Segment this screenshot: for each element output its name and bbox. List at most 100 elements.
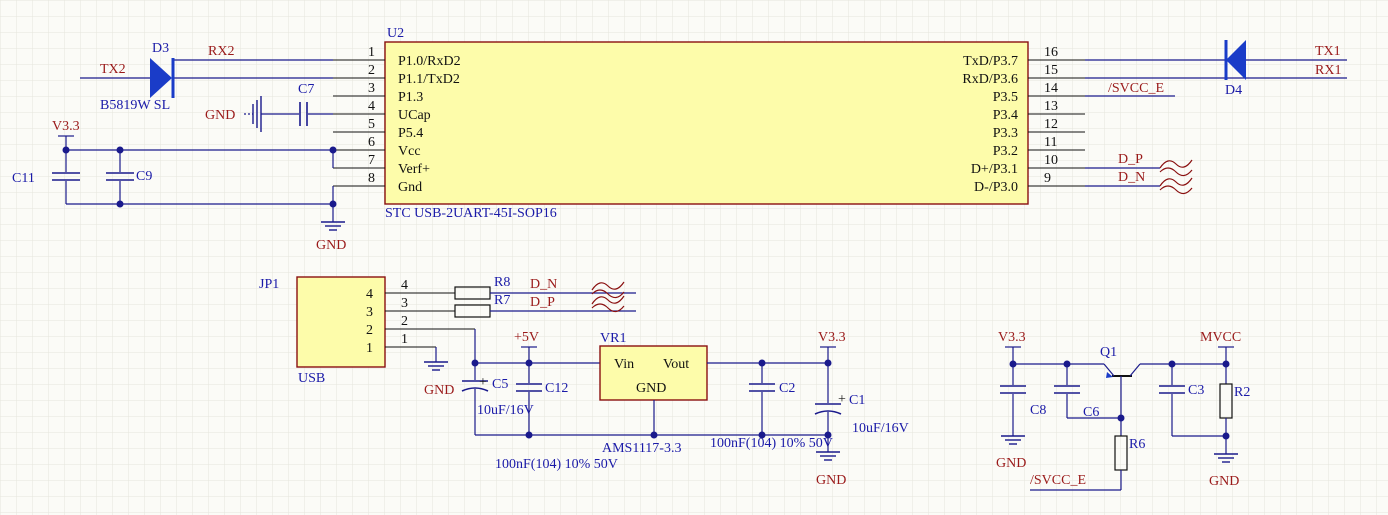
u2-pin-num-9: 9: [1044, 171, 1051, 186]
junction: [1222, 432, 1230, 440]
net-label-d-n-top: D_N: [1118, 170, 1145, 185]
u2-pin-name-7: Verf+: [398, 162, 430, 177]
u2-pin-name-1: P1.0/RxD2: [398, 54, 461, 69]
d3-part: B5819W SL: [100, 98, 170, 113]
u2-body: [384, 41, 1029, 205]
u2-pin-name-5: P5.4: [398, 126, 423, 141]
u2-pin-num-14: 14: [1044, 81, 1058, 96]
c11-designator: C11: [12, 171, 35, 186]
u2-pin-name-12: P3.3: [993, 126, 1018, 141]
c5-value: 10uF/16V: [477, 403, 534, 418]
r8-designator: R8: [494, 275, 510, 290]
junction: [1063, 360, 1071, 368]
u2-pin-name-15: RxD/P3.6: [962, 72, 1018, 87]
vr1-pin-vin: Vin: [614, 357, 634, 372]
diff-pair-icon: [591, 295, 625, 313]
junction: [329, 146, 337, 154]
junction: [758, 359, 766, 367]
u2-right-nets[interactable]: D4 TX1 RX1 /SVCC_E D_P D_N: [1085, 40, 1347, 195]
c8-designator: C8: [1030, 403, 1046, 418]
u2-pin-name-13: P3.4: [993, 108, 1018, 123]
net-label-v33-switch: V3.3: [998, 330, 1026, 345]
c12-designator: C12: [545, 381, 568, 396]
jp1-pin-label-4: 4: [366, 287, 373, 302]
net-label-gnd-c8: GND: [996, 456, 1026, 471]
u2-pin-num-11: 11: [1044, 135, 1057, 150]
c2-value: 100nF(104) 10% 50V: [710, 436, 833, 451]
c1-designator: C1: [849, 393, 865, 408]
jp1-component[interactable]: JP1 USB 4 3 2 1 4 3 2 1 GND R8 R7 D_N D_…: [259, 275, 636, 398]
d3-designator: D3: [152, 41, 169, 56]
vr1-pin-gnd: GND: [636, 381, 666, 396]
junction: [1117, 414, 1125, 422]
c5-designator: C5: [492, 377, 508, 392]
vr1-body: [599, 345, 708, 401]
u2-pin-num-7: 7: [368, 153, 375, 168]
u2-pin-name-9: D-/P3.0: [974, 180, 1018, 195]
d3-component[interactable]: D3 B5819W SL RX2 TX2: [80, 41, 333, 113]
d4-designator: D4: [1225, 83, 1242, 98]
q1-collector: [1129, 363, 1141, 377]
net-label-d-n-usb: D_N: [530, 277, 557, 292]
c7-component[interactable]: GND C7: [205, 82, 333, 132]
d4-diode-icon: [1226, 40, 1246, 80]
u2-pin-name-11: P3.2: [993, 144, 1018, 159]
u2-pin-num-4: 4: [368, 99, 375, 114]
u2-designator: U2: [387, 26, 404, 41]
junction: [116, 146, 124, 154]
u2-pin-num-6: 6: [368, 135, 375, 150]
u2-pin-name-8: Gnd: [398, 180, 422, 195]
jp1-part: USB: [298, 371, 325, 386]
jp1-designator: JP1: [259, 277, 279, 292]
r6-designator: R6: [1129, 437, 1145, 452]
c3-designator: C3: [1188, 383, 1204, 398]
u2-part-number: STC USB-2UART-45I-SOP16: [385, 206, 557, 221]
u2-pin-num-13: 13: [1044, 99, 1058, 114]
u2-component[interactable]: U2 STC USB-2UART-45I-SOP16 1 2 3 4 5 6 7…: [333, 26, 1085, 221]
c1-plate-2: [814, 410, 842, 415]
u2-pin-name-14: P3.5: [993, 90, 1018, 105]
jp1-pin-label-2: 2: [366, 323, 373, 338]
c7-designator: C7: [298, 82, 314, 97]
u2-pin-num-2: 2: [368, 63, 375, 78]
c1-plus-sign: +: [838, 392, 846, 407]
junction: [525, 359, 533, 367]
jp1-pin-label-3: 3: [366, 305, 373, 320]
u2-pin-name-2: P1.1/TxD2: [398, 72, 460, 87]
u2-pin-name-10: D+/P3.1: [971, 162, 1018, 177]
u2-pin-name-4: UCap: [398, 108, 431, 123]
net-label-gnd-jp1: GND: [424, 383, 454, 398]
vcc-decoupling-block[interactable]: V3.3 C11 C9 GND: [12, 119, 346, 253]
regulator-section[interactable]: +5V + C5 10uF/16V C12 100nF(104) 10% 50V…: [461, 329, 909, 488]
c12-value: 100nF(104) 10% 50V: [495, 457, 618, 472]
diff-pair-icon: [591, 281, 625, 299]
u2-pin-num-12: 12: [1044, 117, 1058, 132]
jp1-pin-label-1: 1: [366, 341, 373, 356]
u2-pin-num-1: 1: [368, 45, 375, 60]
net-label-5v: +5V: [514, 330, 539, 345]
c9-designator: C9: [136, 169, 152, 184]
c6-designator: C6: [1083, 405, 1099, 420]
jp1-body: [296, 276, 386, 368]
vr1-designator: VR1: [600, 331, 626, 346]
q1-emitter: [1103, 363, 1115, 377]
q1-arrow-icon: [1106, 372, 1113, 378]
net-label-rx1: RX1: [1315, 63, 1341, 78]
jp1-wire-num-2: 2: [401, 314, 408, 329]
q1-designator: Q1: [1100, 345, 1117, 360]
junction: [329, 200, 337, 208]
power-switch-section[interactable]: V3.3 C8 GND C6 Q1 R6 /SVCC_E: [996, 330, 1250, 491]
net-label-d-p-usb: D_P: [530, 295, 555, 310]
junction: [116, 200, 124, 208]
junction: [758, 431, 766, 439]
junction: [1222, 360, 1230, 368]
net-label-v33-reg: V3.3: [818, 330, 846, 345]
junction: [1168, 360, 1176, 368]
net-label-svcc-e-bottom: /SVCC_E: [1030, 473, 1086, 488]
vr1-pin-vout: Vout: [663, 357, 689, 372]
u2-pin-num-5: 5: [368, 117, 375, 132]
u2-pin-name-6: Vcc: [398, 144, 421, 159]
net-label-d-p-top: D_P: [1118, 152, 1143, 167]
junction: [650, 431, 658, 439]
